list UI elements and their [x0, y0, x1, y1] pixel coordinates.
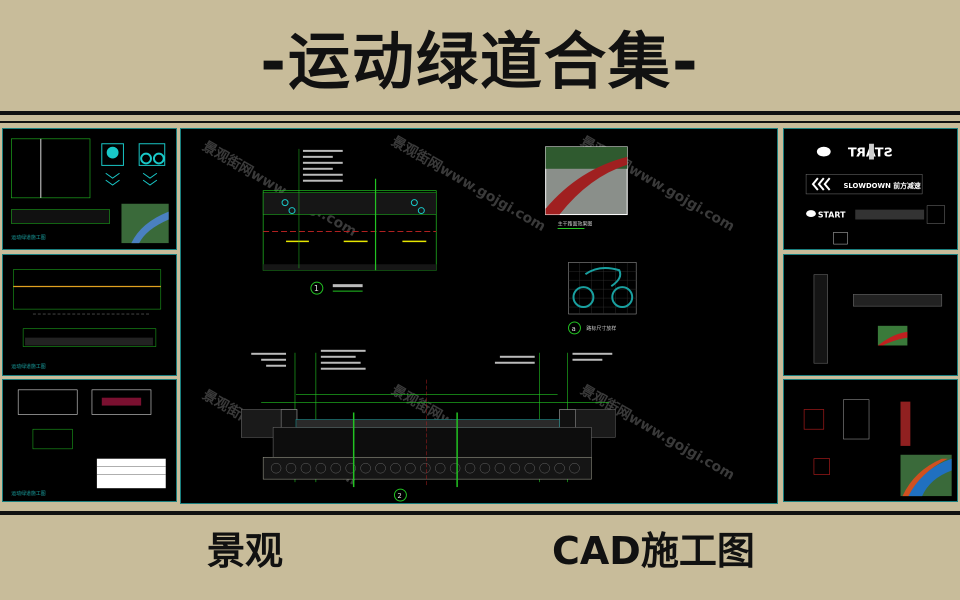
svg-text:运动绿道施工图: 运动绿道施工图	[11, 490, 45, 497]
effect-photo: 主干路面效果图	[545, 146, 628, 229]
page-title: -运动绿道合集-	[260, 25, 700, 98]
svg-text:运动绿道施工图: 运动绿道施工图	[11, 363, 45, 370]
slowdown-marking: SLOWDOWN 前方减速	[843, 181, 920, 190]
watermark: 景观街网www.gojgi.com	[199, 138, 359, 240]
detail-number: a	[572, 325, 576, 333]
bike-icon-detail: a 路标尺寸放样	[568, 262, 637, 335]
divider	[0, 111, 960, 115]
divider	[0, 121, 960, 123]
watermark: 景观街网www.gojgi.com	[388, 133, 548, 235]
section-view: 2	[241, 349, 616, 502]
detail-caption: 路标尺寸放样	[586, 325, 616, 332]
thumbnail-signage-drawing: START SLOWDOWN 前方减速 START	[783, 128, 958, 250]
photo-caption: 主干路面效果图	[558, 220, 593, 227]
main-cad-drawing: 景观街网www.gojgi.com 景观街网www.gojgi.com 景观街网…	[180, 128, 778, 504]
thumbnail-drawing-1: 运动绿道施工图	[2, 128, 177, 250]
thumbnail-drawing-5	[783, 254, 958, 376]
section-number: 2	[397, 492, 401, 500]
svg-text:运动绿道施工图: 运动绿道施工图	[11, 234, 45, 241]
thumbnail-drawing-2: 运动绿道施工图	[2, 254, 177, 376]
plan-number: 1	[314, 284, 319, 293]
plan-view: 1	[262, 148, 437, 295]
file-type-label: CAD施工图	[552, 529, 755, 573]
thumbnail-drawing-6	[783, 379, 958, 502]
divider	[0, 511, 960, 515]
start-marking: START	[818, 211, 846, 220]
thumbnail-drawing-3: 运动绿道施工图	[2, 379, 177, 502]
category-label: 景观	[207, 529, 284, 573]
